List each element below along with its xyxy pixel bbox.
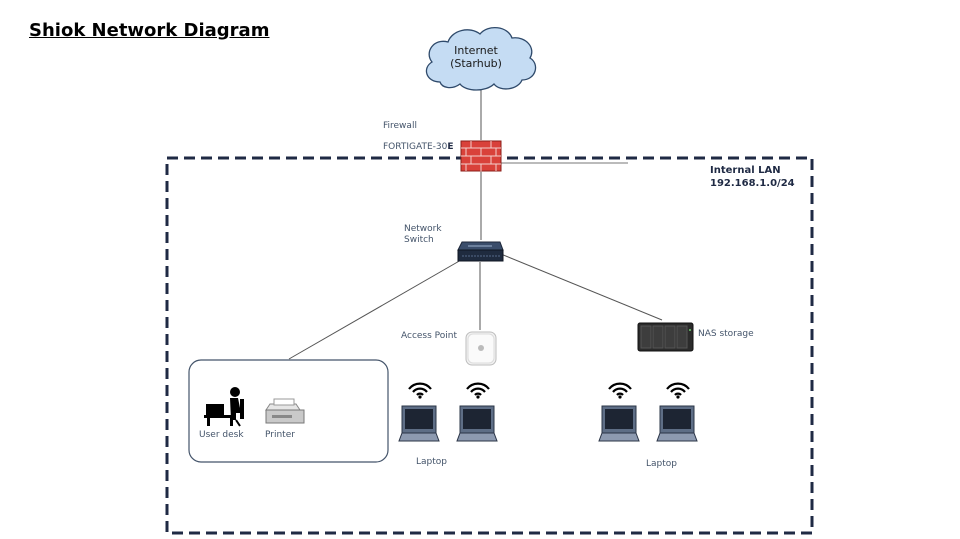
wifi-icon	[466, 382, 490, 399]
lan-name: Internal LAN	[710, 165, 781, 176]
user-desk-icon	[204, 387, 244, 427]
printer-icon	[265, 398, 305, 424]
lan-label: Internal LAN 192.168.1.0/24	[710, 164, 795, 190]
firewall-label: Firewall	[383, 121, 417, 131]
switch-label-line2: Switch	[404, 235, 434, 245]
switch-label: Network Switch	[404, 224, 442, 246]
access-point-label: Access Point	[401, 331, 458, 341]
laptop-icon	[598, 405, 640, 442]
wifi-icon	[666, 382, 690, 399]
firewall-model: FORTIGATE-30E	[383, 142, 453, 152]
laptop-label-right: Laptop	[646, 459, 677, 469]
laptop-label-left: Laptop	[416, 457, 447, 467]
user-desk-group	[188, 359, 389, 463]
internet-cloud-icon	[425, 27, 537, 91]
lan-subnet: 192.168.1.0/24	[710, 178, 795, 189]
user-desk-label: User desk	[199, 430, 244, 440]
internet-label: Internet (Starhub)	[430, 44, 522, 70]
switch-nas-link	[495, 251, 663, 321]
switch-userdesk-link	[288, 255, 469, 360]
laptop-icon	[456, 405, 498, 442]
network-switch-icon	[457, 241, 504, 262]
nas-storage-icon	[637, 322, 694, 352]
firewall-model-suffix: E	[447, 142, 454, 152]
access-point-icon	[465, 331, 497, 366]
laptop-icon	[656, 405, 698, 442]
wifi-icon	[608, 382, 632, 399]
printer-label: Printer	[265, 430, 295, 440]
firewall-icon	[460, 140, 502, 172]
page-title: Shiok Network Diagram	[29, 20, 270, 41]
firewall-model-prefix: FORTIGATE-30	[383, 142, 448, 152]
internet-label-line2: (Starhub)	[450, 57, 502, 70]
laptop-icon	[398, 405, 440, 442]
internet-label-line1: Internet	[454, 44, 498, 57]
nas-storage-label: NAS storage	[698, 329, 754, 339]
wifi-icon	[408, 382, 432, 399]
switch-label-line1: Network	[404, 224, 442, 234]
